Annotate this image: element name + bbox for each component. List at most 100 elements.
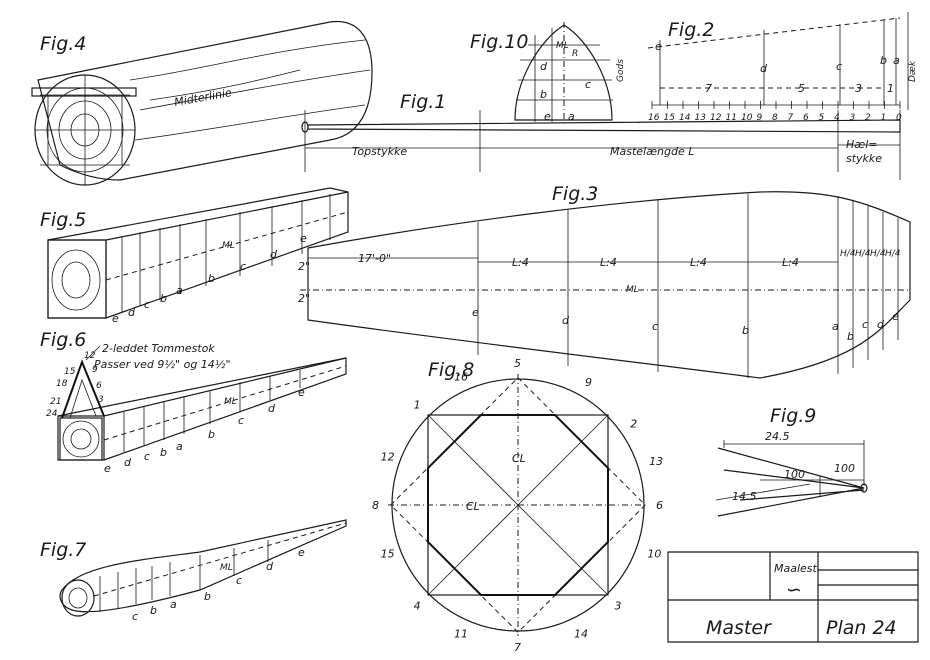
fig6-ml: ML: [224, 397, 237, 407]
fig8-cl-top: CL: [512, 452, 526, 465]
fig2-scale-0: 0: [896, 113, 902, 123]
fig2-span-5: 5: [798, 82, 805, 95]
fig3-e: e: [472, 306, 479, 319]
fig7-top-b: b: [204, 590, 211, 603]
fig8-cl-left: CL: [466, 500, 480, 513]
fig2-scale-1: 1: [881, 113, 887, 123]
fig4-log: Fig.4 Midterlinie: [31, 20, 373, 186]
fig6-note-2: Passer ved 9½" og 14½": [94, 358, 231, 371]
fig7-top-c: c: [236, 574, 242, 587]
fig4-label: Fig.4: [40, 33, 86, 55]
fig5-top-c: c: [240, 260, 246, 273]
maalest-label: Maalest.: [774, 562, 820, 575]
fig5-d: d: [128, 306, 136, 319]
fig9-d4: 14.5: [732, 490, 757, 503]
fig3-profile: Fig.3 17'-0" L:4 L:4 L:4 L:4 H/4 H/4 H/4…: [298, 183, 911, 379]
fig8-point-10: 10: [647, 548, 661, 561]
fig2-scale-9: 9: [757, 113, 763, 123]
fig6-label: Fig.6: [40, 329, 86, 351]
fig3-label: Fig.3: [552, 183, 598, 205]
fig9-d2: 100: [784, 468, 805, 481]
title-name: Master: [706, 617, 772, 639]
fig9-d3: 100: [834, 462, 855, 475]
fig2-scale-6: 6: [803, 113, 809, 123]
fig3-heel-c: c: [862, 318, 868, 331]
fig5-blank: Fig.5 ML e d c b a b c d e: [40, 187, 349, 325]
fig1-topstykke: Topstykke: [352, 145, 407, 158]
fig3-dim-bottom: 2": [298, 292, 310, 305]
fig6-spar: Fig.6 2-leddet Tommestok Passer ved 9½" …: [40, 329, 347, 475]
fig6-d: d: [124, 456, 132, 469]
fig8-point-12: 12: [381, 450, 395, 463]
fig5-end-face: [47, 239, 107, 319]
fig7-b: b: [150, 604, 157, 617]
fig1-mast-outline: [307, 119, 901, 133]
fig3-heel-a: a: [832, 320, 839, 333]
fig6-end-face: [59, 417, 103, 461]
fig6-top-c: c: [238, 414, 244, 427]
fig8-octagon-outline: [427, 414, 609, 596]
scale-symbol: ∽: [786, 579, 802, 601]
fig3-seg-2: L:4: [600, 256, 617, 269]
fig6-c: c: [144, 450, 150, 463]
fig5-top-b: b: [208, 272, 215, 285]
fig10-r: R: [572, 49, 578, 59]
fig6-rule-6: 6: [96, 381, 102, 391]
fig7-top-d: d: [266, 560, 274, 573]
fig6-top-e: e: [298, 386, 305, 399]
fig1-mast: Fig.1 Topstykke Mastelængde L Hæl= stykk…: [301, 91, 901, 180]
fig8-point-1: 1: [414, 399, 421, 412]
fig8-point-8: 8: [372, 499, 379, 512]
fig9-label: Fig.9: [770, 405, 816, 427]
fig2-span-1: 1: [887, 82, 894, 95]
fig6-rule-3: 3: [98, 395, 104, 405]
fig10-mark-c: c: [585, 78, 591, 91]
fig2-scale-12: 12: [710, 113, 722, 123]
fig5-e: e: [112, 312, 119, 325]
fig2-scale-5: 5: [819, 113, 825, 123]
fig2-scale-16: 16: [648, 113, 660, 123]
fig6-rule-24: 24: [46, 409, 58, 419]
fig7-spar: Fig.7 ML c b a b c d e: [40, 519, 347, 623]
fig10-section: Fig.10 d b c a e ML R: [470, 22, 613, 125]
fig3-ml: ML: [626, 285, 639, 295]
fig6-rule-15: 15: [64, 367, 76, 377]
fig6-rule-12: 12: [84, 351, 96, 361]
fig3-c: c: [652, 320, 658, 333]
fig5-ml: ML: [222, 241, 235, 251]
fig6-b: b: [160, 446, 167, 459]
fig5-top-e: e: [300, 232, 307, 245]
fig3-seg-3: L:4: [690, 256, 707, 269]
plan-number: Plan 24: [826, 617, 897, 639]
fig10-mark-a: a: [568, 110, 575, 123]
fig7-c: c: [132, 610, 138, 623]
fig8-point-7: 7: [514, 641, 521, 654]
fig6-note-1: 2-leddet Tommestok: [102, 342, 215, 355]
fig3-seg-4: L:4: [782, 256, 799, 269]
title-block: Maalest. ∽ Master Plan 24: [667, 551, 919, 643]
fig6-rule-21: 21: [50, 397, 61, 407]
fig2-scale-10: 10: [741, 113, 753, 123]
fig6-rule-18: 18: [56, 379, 68, 389]
fig3-seg-1: L:4: [512, 256, 529, 269]
fig6-folding-rule: [61, 359, 105, 419]
fig5-b: b: [160, 292, 167, 305]
log-plank: [31, 87, 137, 97]
fig2-scale-3: 3: [850, 113, 856, 123]
fig7-end-face: [61, 579, 95, 617]
fig3-b: b: [742, 324, 749, 337]
fig1-hael-1: Hæl=: [846, 138, 878, 151]
fig2-span-7: 7: [705, 82, 712, 95]
fig3-q1: H/4: [840, 249, 856, 259]
fig2-d: d: [760, 62, 768, 75]
fig8-point-4: 4: [414, 599, 421, 612]
fig7-a: a: [170, 598, 177, 611]
fig2-scale-4: 4: [834, 113, 840, 123]
fig8-point-16: 16: [454, 370, 468, 383]
fig8-point-15: 15: [381, 548, 395, 561]
fig7-ml: ML: [220, 563, 233, 573]
fig8-point-13: 13: [649, 455, 663, 468]
